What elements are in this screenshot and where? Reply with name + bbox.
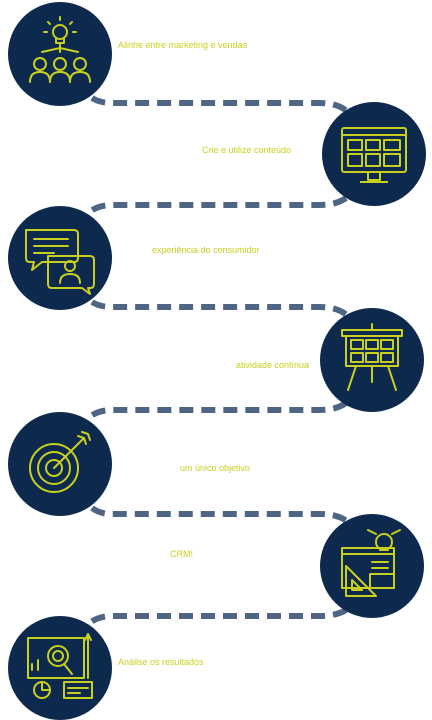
connector-6 [86,607,348,627]
step-4-circle [320,308,424,412]
monitor-content-icon [341,127,407,183]
connector-3 [90,299,351,319]
step-3-circle [8,206,112,310]
target-dart-icon [29,431,91,493]
step-1-circle [8,2,112,106]
presentation-board-icon [341,323,403,391]
step-1-label: Alinhe entre marketing e vendas [118,40,248,50]
step-2-circle [322,102,426,206]
step-4-label: atividade contínua [236,360,310,370]
connector-4 [86,400,348,421]
step-6-label: CRM! [170,549,193,559]
step-3-label: experiência do consumidor [152,245,260,255]
connector-5 [90,505,350,525]
step-5-label: um único objetivo [180,463,251,473]
design-tools-icon [341,529,401,597]
chat-customer-icon [25,229,95,295]
step-6-circle [320,514,424,618]
connector-1 [90,95,351,115]
connector-2 [86,195,348,216]
step-7-circle [8,616,112,720]
step-5-circle [8,412,112,516]
analytics-magnifier-icon [27,633,93,699]
step-2-label: Crie e utilize conteúdo [202,145,292,155]
team-idea-icon [29,16,91,83]
step-7-label: Análise os resultados [118,657,204,667]
